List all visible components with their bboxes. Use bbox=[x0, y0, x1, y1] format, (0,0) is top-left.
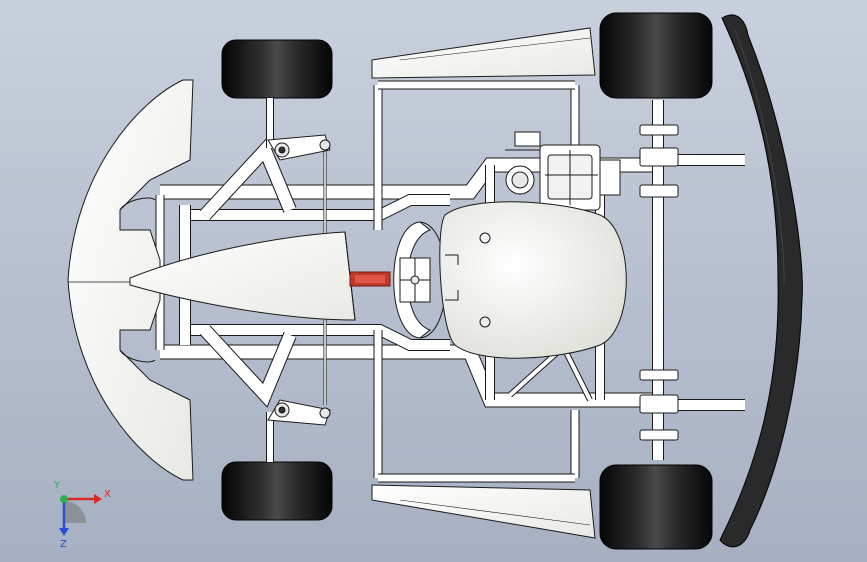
chassis-frame bbox=[155, 80, 745, 483]
steering-knuckle-right bbox=[267, 399, 331, 426]
y-axis-indicator bbox=[60, 495, 68, 503]
x-axis-arrowhead bbox=[94, 494, 102, 504]
nose-cone bbox=[129, 231, 356, 321]
front-right-wheel bbox=[221, 412, 333, 521]
side-pod-right bbox=[371, 484, 596, 539]
side-pod-left bbox=[371, 27, 596, 79]
seat bbox=[439, 201, 627, 359]
rear-axle-hardware bbox=[639, 124, 679, 441]
x-axis-label: X bbox=[104, 489, 111, 500]
z-axis-arrowhead bbox=[59, 528, 69, 536]
y-axis-label: Y bbox=[53, 480, 61, 491]
rear-bumper bbox=[719, 14, 803, 548]
rear-right-wheel bbox=[599, 464, 713, 550]
rear-left-wheel bbox=[599, 12, 713, 99]
steering-column bbox=[349, 271, 391, 287]
triad-plane-indicator bbox=[64, 501, 86, 523]
steering-knuckle-left bbox=[267, 134, 331, 161]
steering-wheel bbox=[393, 221, 447, 339]
orientation-triad: X Y Z bbox=[53, 480, 111, 550]
z-axis-label: Z bbox=[60, 539, 67, 550]
front-left-wheel bbox=[221, 39, 333, 148]
engine bbox=[505, 131, 621, 211]
